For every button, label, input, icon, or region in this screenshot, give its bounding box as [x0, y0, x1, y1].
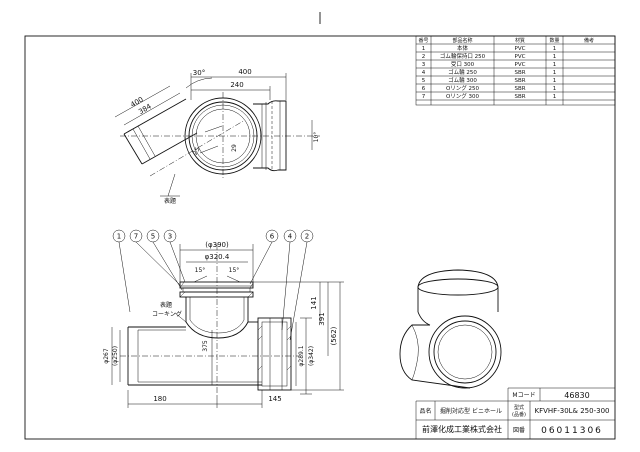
- parts-cell: SBR: [514, 94, 525, 100]
- dim-front-angle-15-right: 15°: [229, 267, 240, 274]
- dim-front-342: (φ342): [308, 346, 315, 366]
- dim-front-angle-15-left: 15°: [195, 267, 206, 274]
- balloon-number: 2: [305, 233, 309, 241]
- top-view-label: 表題: [164, 197, 176, 205]
- front-view: 1 7 5 3 6 4 2: [103, 229, 344, 408]
- parts-cell: SBR: [514, 78, 525, 84]
- title-block: Mコード 46830 品名 掘削対応型 ビニホール 型式 (品番) KFVHF-…: [415, 387, 615, 439]
- name-label: 品名: [419, 407, 431, 415]
- mcode-label: Mコード: [512, 392, 535, 399]
- parts-cell: 5: [422, 78, 426, 84]
- parts-cell: 1: [553, 78, 557, 84]
- parts-cell: 7: [422, 94, 426, 100]
- model-sub-label: (品番): [512, 411, 526, 418]
- parts-cell: 1: [553, 54, 557, 60]
- parts-cell: 1: [553, 94, 557, 100]
- front-label-caulk: コーキング: [152, 310, 182, 318]
- company-name: 前澤化成工業株式会社: [422, 424, 502, 434]
- product-name: 掘削対応型 ビニホール: [440, 407, 502, 415]
- balloon-number: 4: [288, 233, 293, 241]
- parts-header-name: 部品名称: [452, 37, 472, 44]
- parts-cell: 2: [422, 54, 426, 60]
- dim-front-180: 180: [153, 395, 166, 403]
- sheet-border: [24, 35, 616, 440]
- dim-front-391: 391: [318, 312, 326, 325]
- top-view: 400 240 400 384 30° 29 25 10° 表題: [114, 68, 320, 205]
- parts-cell: 3: [422, 62, 426, 68]
- mcode-value: 46830: [564, 391, 589, 400]
- parts-cell: SBR: [514, 70, 525, 76]
- dim-top-400: 400: [238, 68, 251, 76]
- parts-header-material: 材質: [515, 37, 525, 44]
- parts-cell: PVC: [515, 46, 526, 52]
- parts-header-no: 番号: [418, 37, 428, 44]
- parts-header-note: 備考: [584, 37, 594, 44]
- parts-cell: PVC: [515, 54, 526, 60]
- parts-cell: 1: [553, 70, 557, 76]
- parts-cell: 受口 300: [451, 60, 475, 68]
- model-label: 型式: [514, 404, 524, 411]
- iso-view: [399, 269, 502, 389]
- parts-cell: ゴム輪 250: [448, 68, 477, 76]
- parts-cell: ゴム輪 300: [448, 76, 477, 84]
- dim-top-25: 25: [192, 146, 202, 156]
- dim-front-390: (φ390): [205, 241, 229, 249]
- parts-cell: PVC: [515, 62, 526, 68]
- dim-top-29: 29: [231, 144, 238, 152]
- dim-top-angle-30: 30°: [193, 69, 205, 77]
- parts-cell: 1: [553, 86, 557, 92]
- balloon-number: 1: [117, 233, 121, 241]
- dim-front-320-4: φ320.4: [205, 253, 230, 261]
- parts-cell: 本体: [457, 44, 469, 52]
- balloon-number: 5: [151, 233, 155, 241]
- parts-cell: 1: [553, 62, 557, 68]
- model-value: KFVHF-30L& 250-300: [535, 407, 610, 415]
- balloon-number: 3: [168, 233, 172, 241]
- docno-label: 図番: [513, 427, 525, 434]
- dim-front-267: φ267: [103, 348, 110, 364]
- balloon-number: 6: [270, 233, 275, 241]
- dim-top-angle-10: 10°: [313, 132, 320, 143]
- dim-front-250: (φ250): [112, 346, 119, 366]
- parts-cell: ゴム輪保持口 250: [440, 52, 486, 60]
- parts-cell: Oリング 300: [446, 92, 480, 100]
- docno-value: 06011306: [541, 426, 603, 436]
- front-label-top: 表題: [160, 301, 172, 309]
- dim-front-141: 141: [310, 296, 318, 309]
- dim-front-562: (562): [330, 326, 338, 345]
- parts-cell: SBR: [514, 86, 525, 92]
- parts-cell: 1: [422, 46, 426, 52]
- dim-front-145: 145: [268, 395, 281, 403]
- parts-header-qty: 数量: [549, 37, 559, 44]
- dim-front-375: 375: [202, 340, 209, 352]
- parts-cell: 1: [553, 46, 557, 52]
- balloon-number: 7: [134, 233, 138, 241]
- dim-top-240: 240: [230, 81, 243, 89]
- parts-cell: 4: [422, 70, 426, 76]
- parts-cell: 6: [422, 86, 426, 92]
- parts-cell: Oリング 250: [446, 84, 480, 92]
- dim-front-289-1: φ289.1: [298, 345, 305, 366]
